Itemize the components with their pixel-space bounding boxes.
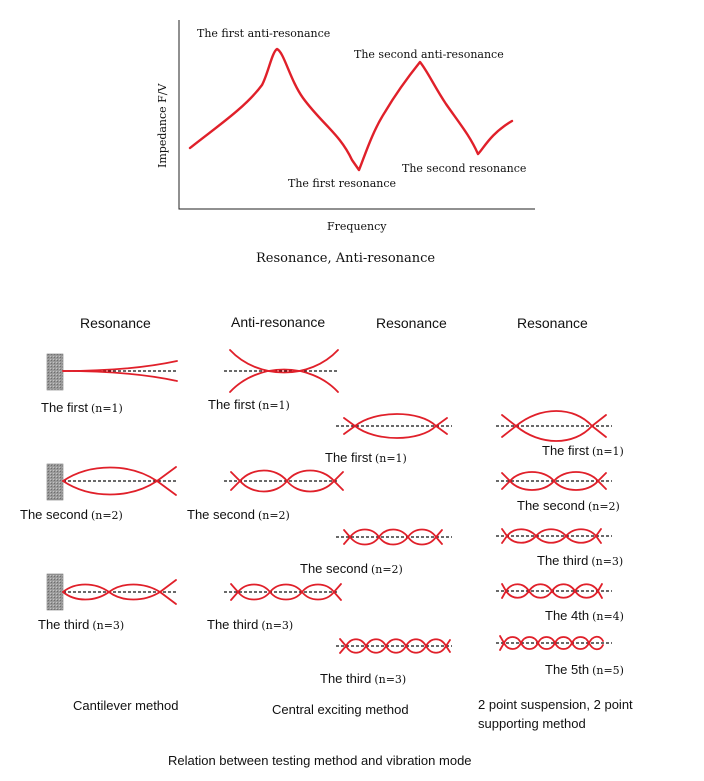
label-first-anti-resonance: The first anti-resonance [197, 27, 330, 40]
cantilever-mode-3 [46, 573, 178, 611]
suspension-mode-2 [496, 471, 612, 491]
label-c4-first: The first(n=1) [542, 443, 624, 458]
label-c2-first: The first(n=1) [208, 397, 290, 412]
central-mode-3 [336, 638, 452, 654]
impedance-chart: The first anti-resonance The second anti… [156, 20, 535, 266]
label-second-resonance: The second resonance [402, 162, 526, 175]
chart-axes [178, 20, 535, 210]
caption-central-exciting-method: Central exciting method [272, 702, 409, 717]
suspension-mode-1 [496, 410, 612, 442]
anti-resonance-mode-2 [224, 469, 344, 493]
clamp-1 [46, 353, 64, 391]
caption-two-point-line1: 2 point suspension, 2 point [478, 697, 633, 712]
clamp-3 [46, 573, 64, 611]
caption-cantilever-method: Cantilever method [73, 698, 179, 713]
label-second-anti-resonance: The second anti-resonance [354, 48, 504, 61]
x-axis-label: Frequency [327, 220, 387, 233]
label-c2-third: The third(n=3) [207, 617, 293, 632]
chart-caption: Resonance, Anti-resonance [256, 251, 435, 266]
impedance-curve [188, 47, 514, 172]
label-c4-second: The second(n=2) [517, 498, 620, 513]
label-first-resonance: The first resonance [288, 177, 396, 190]
cantilever-mode-1 [46, 353, 178, 391]
suspension-mode-4 [496, 583, 612, 599]
caption-two-point-line2: supporting method [478, 716, 586, 731]
label-c4-5th: The 5th(n=5) [545, 662, 624, 677]
label-c3-second: The second(n=2) [300, 561, 403, 576]
y-axis-label: Impedance F/V [156, 82, 169, 168]
label-c4-third: The third(n=3) [537, 553, 623, 568]
clamp-2 [46, 463, 64, 501]
cantilever-mode-2 [46, 463, 178, 501]
anti-resonance-mode-1 [224, 349, 339, 393]
header-anti-resonance: Anti-resonance [231, 314, 325, 330]
label-c1-first: The first(n=1) [41, 400, 123, 415]
label-c2-second: The second(n=2) [187, 507, 290, 522]
label-c4-4th: The 4th(n=4) [545, 608, 624, 623]
label-c3-third: The third(n=3) [320, 671, 406, 686]
central-mode-1 [336, 413, 452, 439]
suspension-mode-5 [496, 635, 612, 651]
bottom-caption: Relation between testing method and vibr… [168, 753, 472, 768]
header-resonance-2: Resonance [376, 315, 447, 331]
central-mode-2 [336, 528, 452, 546]
header-resonance-1: Resonance [80, 315, 151, 331]
label-c3-first: The first(n=1) [325, 450, 407, 465]
label-c1-second: The second(n=2) [20, 507, 123, 522]
suspension-mode-3 [496, 528, 612, 544]
header-resonance-3: Resonance [517, 315, 588, 331]
label-c1-third: The third(n=3) [38, 617, 124, 632]
anti-resonance-mode-3 [224, 583, 342, 601]
